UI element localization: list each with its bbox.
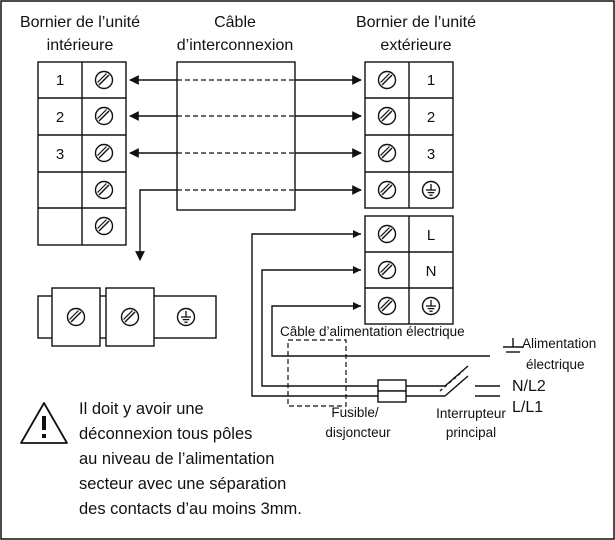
outdoor-terminal-label-2: extérieure xyxy=(380,37,451,54)
screw-icon xyxy=(377,143,397,163)
cable-label-2: d’interconnexion xyxy=(177,37,294,54)
warning-line-2: déconnexion tous pôles xyxy=(79,425,252,443)
fuse-icon xyxy=(377,379,407,392)
ground-icon xyxy=(421,180,441,200)
power-terminal-l: L xyxy=(427,227,435,244)
power-terminal-n: N xyxy=(426,263,437,280)
outdoor-terminal-3: 3 xyxy=(427,146,435,163)
screw-icon xyxy=(94,106,114,126)
indoor-terminal-3: 3 xyxy=(56,146,64,163)
interconnection-wires xyxy=(129,75,362,261)
fuse-label-2: disjoncteur xyxy=(325,425,391,440)
warning-line-1: Il doit y avoir une xyxy=(79,400,204,418)
power-supply-label: Alimentation xyxy=(522,336,596,351)
power-supply-label-2: électrique xyxy=(526,357,585,372)
outdoor-terminal-block: 1 2 3 xyxy=(364,61,454,209)
screw-icon xyxy=(377,260,397,280)
indoor-terminal-1: 1 xyxy=(56,72,64,89)
warning-line-4: secteur avec une séparation xyxy=(79,475,286,493)
ll1-label: L/L1 xyxy=(512,399,543,416)
indoor-terminal-block: 1 2 3 xyxy=(37,61,127,246)
ground-terminal-strip xyxy=(37,287,217,347)
indoor-terminal-label-2: intérieure xyxy=(47,37,114,54)
power-terminal-block: L N xyxy=(364,215,454,325)
ground-icon xyxy=(503,338,523,353)
switch-label: Interrupteur xyxy=(436,406,506,421)
indoor-terminal-label: Bornier de l’unité xyxy=(20,14,140,31)
power-wiring xyxy=(251,230,523,407)
indoor-terminal-2: 2 xyxy=(56,109,64,126)
nl2-label: N/L2 xyxy=(512,378,546,395)
switch-icon xyxy=(444,365,469,387)
screw-icon xyxy=(377,224,397,244)
screw-icon xyxy=(377,296,397,316)
screw-icon xyxy=(377,106,397,126)
screw-icon xyxy=(377,70,397,90)
screw-icon xyxy=(94,180,114,200)
ground-icon xyxy=(176,307,196,327)
screw-icon xyxy=(66,307,86,327)
screw-icon xyxy=(94,143,114,163)
outdoor-terminal-1: 1 xyxy=(427,72,435,89)
switch-label-2: principal xyxy=(446,425,496,440)
switch-icon xyxy=(444,375,469,397)
outdoor-terminal-label: Bornier de l’unité xyxy=(356,14,476,31)
cable-label: Câble xyxy=(214,14,256,31)
screw-icon xyxy=(120,307,140,327)
warning-triangle-icon xyxy=(20,402,68,444)
fuse-label: Fusible/ xyxy=(331,405,379,420)
screw-icon xyxy=(377,180,397,200)
screw-icon xyxy=(94,216,114,236)
power-cable-label: Câble d’alimentation électrique xyxy=(280,324,465,339)
interconnection-cable-box xyxy=(176,61,296,211)
ground-icon xyxy=(421,296,441,316)
screw-icon xyxy=(94,70,114,90)
warning-line-3: au niveau de l’alimentation xyxy=(79,450,274,468)
outdoor-terminal-2: 2 xyxy=(427,109,435,126)
fuse-icon xyxy=(377,390,407,403)
warning-line-5: des contacts d’au moins 3mm. xyxy=(79,500,302,518)
